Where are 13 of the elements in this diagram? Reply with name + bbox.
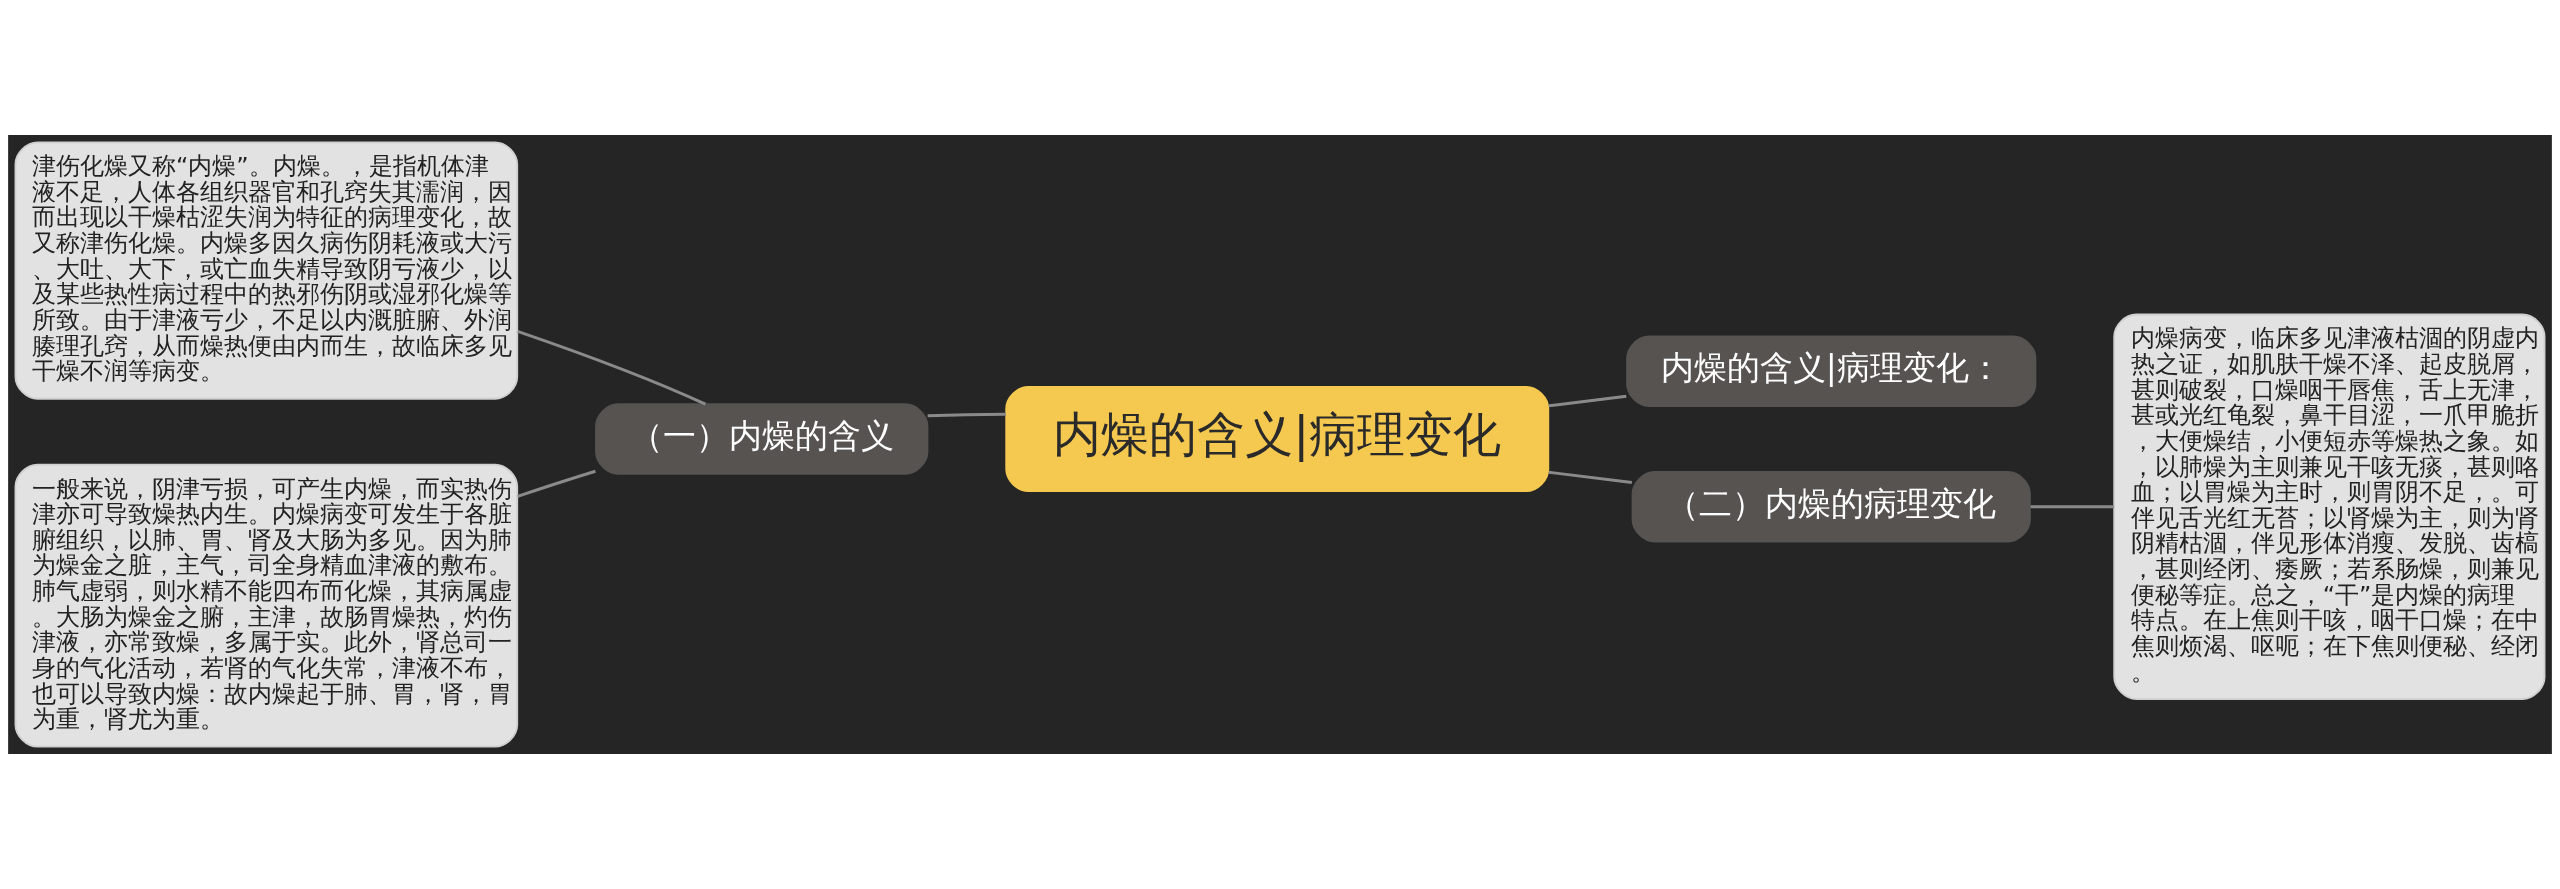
- connector: [927, 412, 1006, 418]
- connector: [517, 469, 596, 498]
- node-box: 内燥的含义|病理变化：: [1626, 335, 2037, 407]
- node-box: 一般来说，阴津亏损，可产生内燥，而实热伤津亦可导致燥热内生。内燥病变可发生于各脏腑组织，以肺、胃、肾及大肠为多见。因为肺为燥金之脏，主气，司全身精血津液的敷布。肺气虚弱，则水精不能四布而化燥，其病属虚。大肠为燥金之腑，主津，故肠胃燥热，灼伤津液，亦常致燥，多属于实。此外，肾总司一身的气化活动，若肾的气化失常，津液不布，也可以导致内燥：故内燥起于肺、胃，肾，胃为重，肾尤为重。: [14, 463, 519, 748]
- connector: [2030, 505, 2115, 509]
- connector: [1548, 394, 1627, 408]
- connector: [517, 329, 707, 406]
- node-box: 内燥的含义|病理变化: [1005, 385, 1550, 493]
- node-box: 内燥病变，临床多见津液枯涸的阴虚内热之证，如肌肤干燥不泽、起皮脱屑，甚则破裂，口燥咽干唇焦，舌上无津，甚或光红龟裂，鼻干目涩，一爪甲脆折，大便燥结，小便短赤等燥热之象。如，以肺燥为主则兼见干咳无痰，甚则咯血；以胃燥为主时，则胃阴不足，。可伴见舌光红无苔；以肾燥为主，则为肾阴精枯涸，伴见形体消瘦、发脱、齿槁，甚则经闭、痿厥；若系肠燥，则兼见便秘等症。总之，“干”是内燥的病理特点。在上焦则干咳，咽干口燥；在中焦则烦渴、呕呃；在下焦则便秘、经闭。: [2113, 313, 2546, 700]
- node-box: 津伤化燥又称“内燥”。内燥。，是指机体津液不足，人体各组织器官和孔窍失其濡润，因而出现以干燥枯涩失润为特征的病理变化，故又称津伤化燥。内燥多因久病伤阴耗液或大污、大吐、大下，或亡血失精导致阴亏液少，以及某些热性病过程中的热邪伤阴或湿邪化燥等所致。由于津液亏少，不足以内溉脏腑、外润腠理孔窍，从而燥热便由内而生，故临床多见干燥不润等病变。: [14, 141, 519, 400]
- connector: [1548, 470, 1632, 484]
- node-box: （二）内燥的病理变化: [1631, 471, 2031, 543]
- node-box: （一）内燥的含义: [595, 403, 929, 475]
